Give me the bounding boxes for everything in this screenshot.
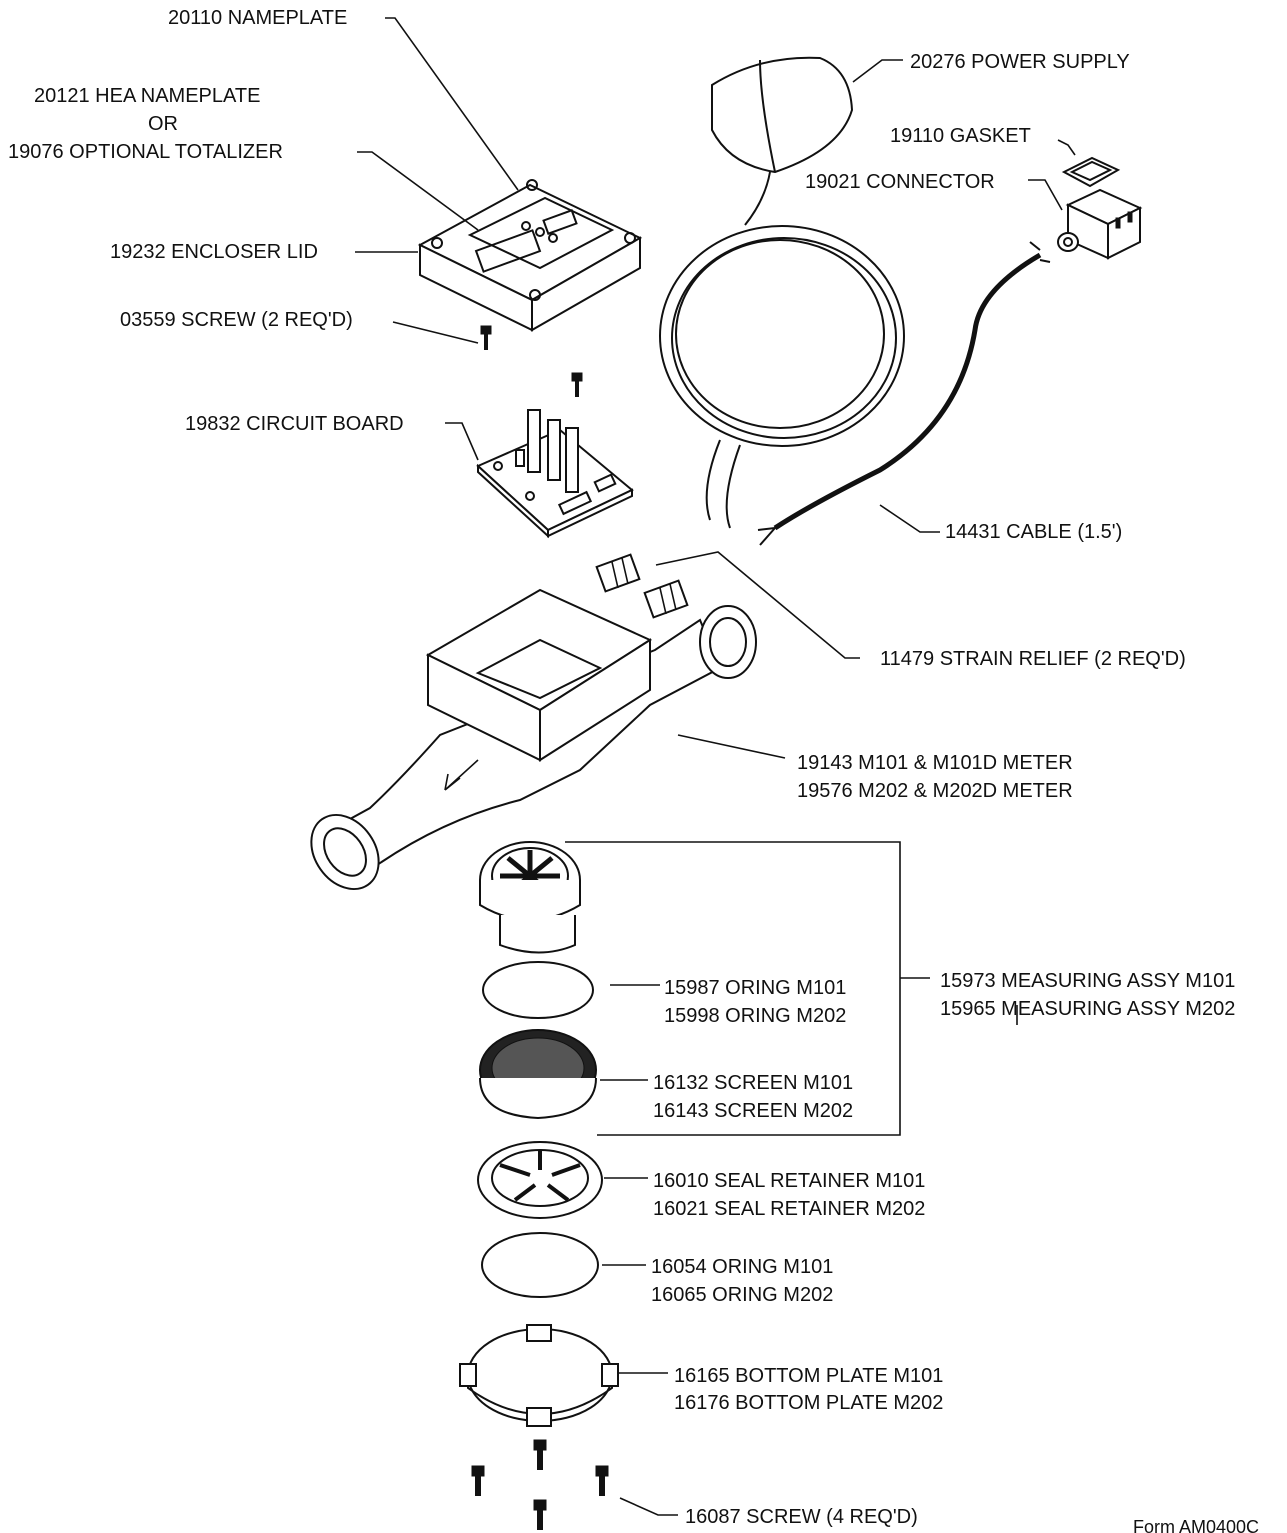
oring-a-label-2: 15998 ORING M202 — [664, 1005, 846, 1027]
strain-relief-label: 11479 STRAIN RELIEF (2 REQ'D) — [880, 648, 1186, 670]
hea-nameplate-label: 20121 HEA NAMEPLATE — [34, 85, 260, 107]
measuring-assy-label-1: 15973 MEASURING ASSY M101 — [940, 970, 1235, 992]
meter-body-part — [310, 588, 757, 891]
coiled-wire-part — [659, 171, 905, 529]
gasket-part — [1061, 156, 1121, 188]
screw-part — [533, 1499, 547, 1530]
measuring-assembly-part — [479, 841, 581, 954]
screw-part — [480, 325, 492, 350]
meter-label-2: 19576 M202 & M202D METER — [797, 780, 1073, 802]
measuring-assy-label-2: 15965 MEASURING ASSY M202 — [940, 998, 1235, 1020]
oring-b-label-2: 16065 ORING M202 — [651, 1284, 833, 1306]
strain-relief-part — [643, 579, 689, 619]
oring-part — [482, 961, 594, 1019]
screen-part — [479, 1029, 597, 1120]
screw-part — [595, 1465, 609, 1496]
strain-relief-part — [595, 553, 641, 593]
nameplate-label: 20110 NAMEPLATE — [168, 7, 347, 29]
circuit-board-label: 19832 CIRCUIT BOARD — [185, 413, 404, 435]
meter-label-1: 19143 M101 & M101D METER — [797, 752, 1073, 774]
screw-part — [571, 372, 583, 397]
enclosure-lid-label: 19232 ENCLOSER LID — [110, 241, 318, 263]
seal-retainer-label-2: 16021 SEAL RETAINER M202 — [653, 1198, 925, 1220]
oring-part — [481, 1232, 599, 1298]
oring-b-label-1: 16054 ORING M101 — [651, 1256, 833, 1278]
connector-part — [1057, 188, 1143, 260]
enclosure-lid-part — [417, 179, 643, 332]
leader-lines — [355, 17, 1076, 1516]
circuit-board-part — [476, 409, 634, 539]
oring-a-label-1: 15987 ORING M101 — [664, 977, 846, 999]
seal-retainer-label-1: 16010 SEAL RETAINER M101 — [653, 1170, 925, 1192]
optional-totalizer-label: 19076 OPTIONAL TOTALIZER — [8, 141, 283, 163]
screw-2-label: 03559 SCREW (2 REQ'D) — [120, 309, 353, 331]
bottom-plate-label-2: 16176 BOTTOM PLATE M202 — [674, 1392, 943, 1414]
screw-4-label: 16087 SCREW (4 REQ'D) — [685, 1506, 918, 1528]
bottom-plate-label-1: 16165 BOTTOM PLATE M101 — [674, 1365, 943, 1387]
cable-label: 14431 CABLE (1.5') — [945, 521, 1122, 543]
or-label: OR — [148, 113, 178, 135]
power-supply-label: 20276 POWER SUPPLY — [910, 51, 1130, 73]
screen-label-1: 16132 SCREEN M101 — [653, 1072, 853, 1094]
screw-part — [533, 1439, 547, 1470]
bottom-plate-part — [459, 1324, 619, 1427]
connector-label: 19021 CONNECTOR — [805, 171, 995, 193]
screw-part — [471, 1465, 485, 1496]
screen-label-2: 16143 SCREEN M202 — [653, 1100, 853, 1122]
form-number-label: Form AM0400C — [1133, 1517, 1259, 1533]
gasket-label: 19110 GASKET — [890, 125, 1031, 147]
power-supply-part — [711, 56, 854, 174]
seal-retainer-part — [477, 1141, 603, 1219]
cable-part — [757, 241, 1051, 546]
